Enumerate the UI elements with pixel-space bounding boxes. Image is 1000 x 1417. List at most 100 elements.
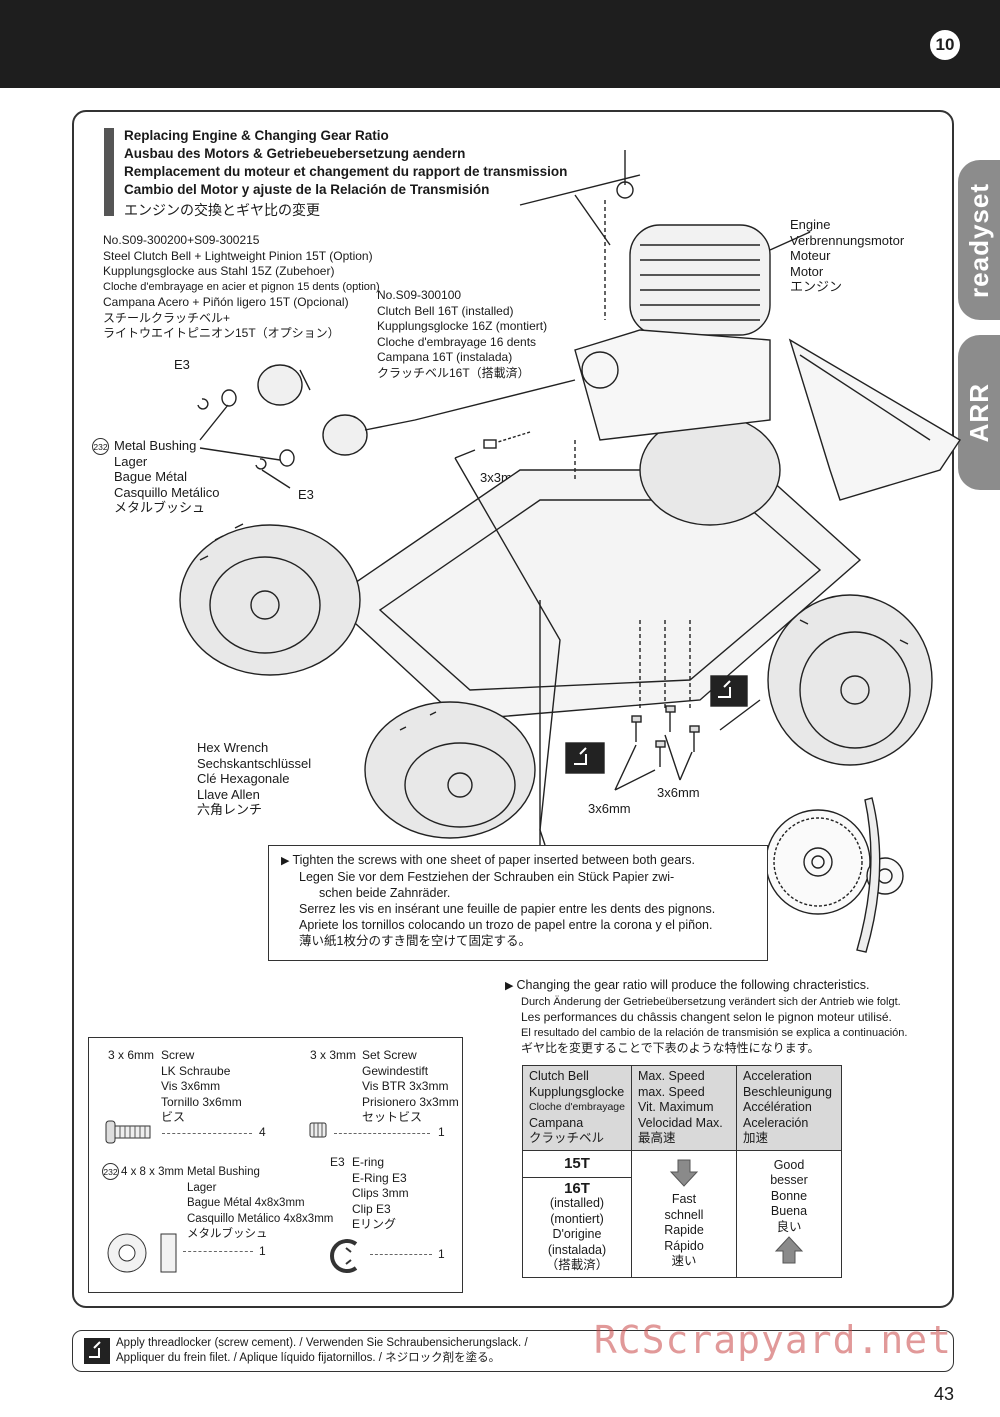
screw-qty: 4	[259, 1125, 266, 1139]
bushing-de: Lager	[114, 453, 148, 469]
gear-ratio-intro: ▶Changing the gear ratio will produce th…	[505, 978, 907, 1057]
bushing-part-jp: メタルブッシュ	[187, 1228, 268, 1240]
part-screw-size: 3 x 6mm	[108, 1048, 155, 1062]
accel-jp: 良い	[776, 1219, 802, 1234]
ering-en: E-ring	[352, 1155, 385, 1169]
page-number: 43	[933, 1384, 954, 1404]
accel-fr: Bonne	[770, 1188, 808, 1203]
note-en: ▶Tighten the screws with one sheet of pa…	[281, 852, 715, 869]
cell-16t-de: (montiert)	[550, 1211, 604, 1226]
col1-jp: クラッチベル	[529, 1131, 605, 1145]
screw-es: Tornillo 3x6mm	[161, 1094, 242, 1109]
ering-leader	[370, 1254, 432, 1255]
ratio-en: ▶Changing the gear ratio will produce th…	[505, 978, 907, 995]
bell-line-4: Campana 16T (instalada)	[377, 350, 513, 364]
tab-arr[interactable]: ARR	[958, 335, 1000, 490]
heading-es: Cambio del Motor y ajuste de la Relación…	[124, 182, 490, 197]
ratio-de: Durch Änderung der Getriebeübersetzung v…	[521, 995, 901, 1008]
hex-jp: 六角レンチ	[197, 802, 263, 817]
bushing-en: Metal Bushing	[114, 438, 197, 453]
screw-en: Screw	[161, 1048, 195, 1062]
setscrew-icon	[309, 1122, 327, 1138]
header-acceleration: Acceleration Beschleunigung Accélération…	[736, 1065, 842, 1151]
col1-fr: Cloche d'embrayage	[529, 1101, 625, 1113]
part-ering-names: E-ring E-Ring E3 Clips 3mm Clip E3 Eリング	[352, 1155, 409, 1233]
setscrew-de: Gewindestift	[362, 1063, 429, 1078]
part-ering-size: E3	[330, 1155, 345, 1169]
setscrew-jp: セットビス	[362, 1110, 423, 1124]
col3-de: Beschleunigung	[743, 1084, 832, 1099]
cell-speed: Fast schnell Rapide Rápido 速い	[631, 1149, 737, 1278]
col3-en: Acceleration	[743, 1069, 812, 1083]
bushing-label: Metal Bushing Lager Bague Métal Casquill…	[114, 438, 220, 516]
heading-fr: Remplacement du moteur et changement du …	[124, 164, 568, 179]
col1-en: Clutch Bell	[529, 1069, 589, 1083]
option-line-6: ライトウエイトピニオン15T（オプション）	[103, 326, 340, 340]
speed-jp: 速い	[671, 1254, 697, 1268]
col2-fr: Vit. Maximum	[638, 1100, 714, 1114]
bell-line-2: Kupplungsglocke 16Z (montiert)	[377, 319, 548, 333]
cell-16t-en: (installed)	[549, 1196, 605, 1210]
note-en-text: Tighten the screws with one sheet of pap…	[292, 853, 696, 867]
section-heading: Replacing Engine & Changing Gear Ratio A…	[124, 127, 567, 219]
bushing-fr: Bague Métal	[114, 469, 187, 484]
watermark: RCScrapyard.net	[593, 1318, 952, 1362]
paper-gap-note-box	[268, 845, 768, 961]
part-setscrew-names: Set Screw Gewindestift Vis BTR 3x3mm Pri…	[362, 1048, 459, 1126]
col2-de: max. Speed	[638, 1084, 705, 1099]
bushing-part-de: Lager	[187, 1181, 217, 1194]
tab-readyset[interactable]: readyset	[958, 160, 1000, 320]
threadlocker-legend: Apply threadlocker (screw cement). / Ver…	[116, 1336, 528, 1365]
accel-de: besser	[770, 1173, 808, 1187]
heading-accent-bar	[104, 128, 114, 216]
engine-jp: エンジン	[790, 279, 843, 294]
bushing-part-en: Metal Bushing	[187, 1166, 260, 1178]
heading-en: Replacing Engine & Changing Gear Ratio	[124, 128, 389, 143]
option-line-4: Campana Acero + Piñón ligero 15T (Opcion…	[103, 295, 349, 309]
screw-leader	[162, 1133, 252, 1134]
part-setscrew-size: 3 x 3mm	[310, 1048, 357, 1062]
bushing-jp: メタルブッシュ	[114, 500, 206, 515]
cell-15t: 15T	[522, 1149, 632, 1178]
threadlocker-icon	[84, 1338, 110, 1364]
parts-list-box	[88, 1037, 463, 1293]
bell-part-no: No.S09-300100	[377, 288, 462, 302]
cell-16t: 16T (installed) (montiert) D'origine (in…	[522, 1176, 632, 1278]
engine-fr: Moteur	[790, 248, 831, 263]
setscrew-en: Set Screw	[362, 1048, 417, 1062]
bell-line-1: Clutch Bell 16T (installed)	[377, 303, 514, 318]
arrow-down-icon	[669, 1159, 699, 1187]
engine-es: Motor	[790, 263, 824, 279]
chassis-illustration	[179, 150, 961, 953]
col3-fr: Accélération	[743, 1100, 812, 1114]
setscrew-qty: 1	[438, 1125, 445, 1139]
ering-icon	[330, 1239, 358, 1273]
option-pinion-label: No.S09-300200+S09-300215 Steel Clutch Be…	[103, 233, 380, 342]
col1-de: Kupplungsglocke	[529, 1084, 625, 1099]
bushing-part-fr: Bague Métal 4x8x3mm	[187, 1197, 305, 1209]
speed-en: Fast	[671, 1192, 697, 1206]
engine-de: Verbrennungsmotor	[790, 232, 905, 248]
paper-gap-note: ▶Tighten the screws with one sheet of pa…	[281, 852, 715, 949]
hex-de: Sechskantschlüssel	[197, 755, 312, 771]
table-header-row: Clutch Bell Kupplungsglocke Cloche d'emb…	[522, 1065, 842, 1151]
table-row-15t: 15T Fast schnell Rapide Rápido 速い Good b…	[522, 1149, 842, 1278]
screw-de: LK Schraube	[161, 1063, 231, 1078]
e3-label-bottom: E3	[298, 487, 314, 502]
option-part-no: No.S09-300200+S09-300215	[103, 233, 260, 247]
option-line-5: スチールクラッチベル+	[103, 310, 231, 325]
speed-de: schnell	[664, 1207, 704, 1222]
cell-16t-value: 16T	[564, 1179, 590, 1197]
ering-es: Clip E3	[352, 1201, 391, 1216]
bushing-qty: 1	[259, 1244, 266, 1258]
screw-jp: ビス	[161, 1110, 186, 1124]
step-number-badge: 10	[930, 30, 960, 60]
bell-line-5: クラッチベル16T（搭載済）	[377, 365, 530, 380]
setscrew-leader	[334, 1133, 430, 1134]
col1-es: Campana	[529, 1115, 584, 1130]
part-bushing-size: 4 x 8 x 3mm	[121, 1166, 184, 1178]
header-bar	[0, 0, 1000, 88]
screw-size-label-a: 3x6mm	[588, 801, 631, 816]
option-line-2: Kupplungsglocke aus Stahl 15Z (Zubehoer)	[103, 264, 335, 278]
bushing-part-es: Casquillo Metálico 4x8x3mm	[187, 1212, 334, 1225]
